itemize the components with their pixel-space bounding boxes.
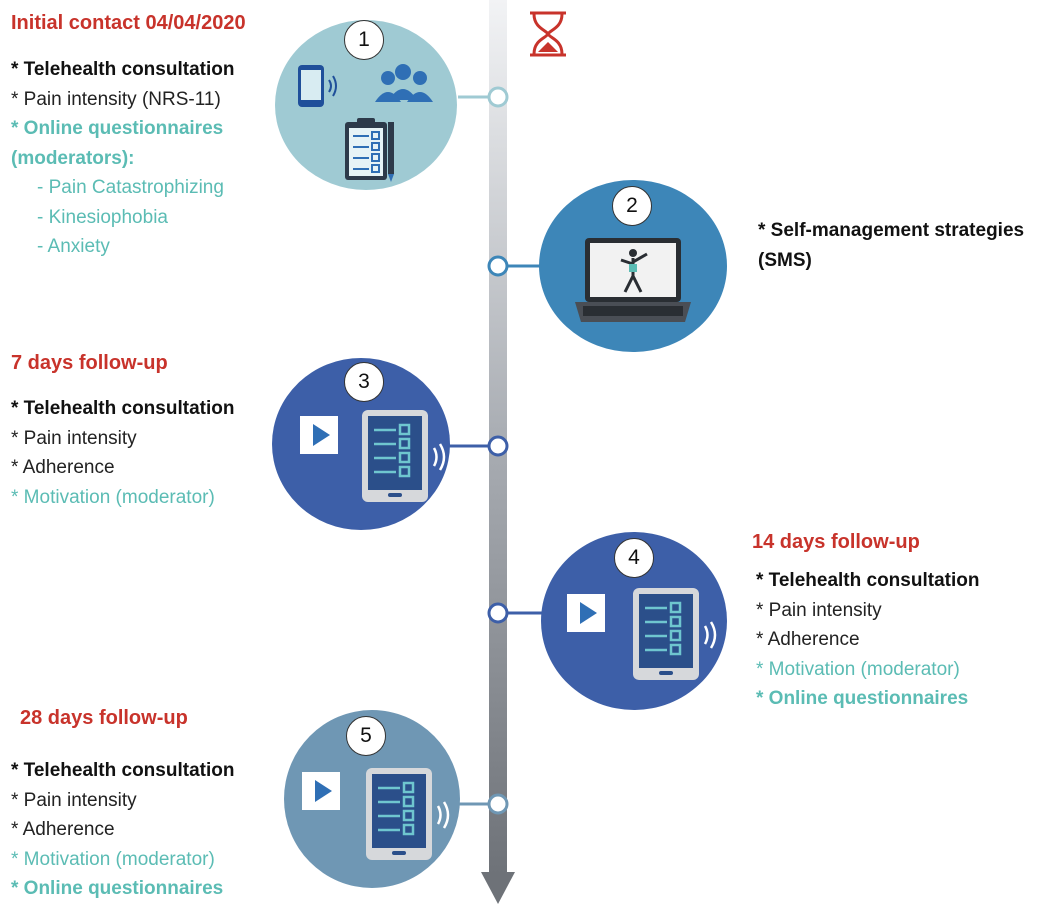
step-1-line-3: * Online questionnaires	[11, 118, 224, 139]
step-3-number: 3	[344, 362, 384, 402]
step-2-icons	[575, 238, 691, 322]
step-4-line-2: * Pain intensity	[756, 599, 882, 621]
step-4-number: 4	[614, 538, 654, 578]
step-3-details: * Telehealth consultation * Pain intensi…	[11, 394, 234, 512]
step-1-line-5: - Pain Catastrophizing	[37, 177, 224, 198]
step-3-line-4: * Motivation (moderator)	[11, 486, 215, 508]
tablet-checklist-icon	[362, 410, 446, 502]
step-3-line-3: * Adherence	[11, 457, 115, 478]
timeline-node-2	[487, 255, 509, 277]
timeline-node-1	[487, 86, 509, 108]
step-4-heading: 14 days follow-up	[752, 531, 920, 553]
step-3-line-2: * Pain intensity	[11, 427, 137, 449]
smartphone-icon	[298, 65, 337, 107]
step-2-line-1: * Self-management strategies	[758, 220, 1025, 241]
step-3-icons	[300, 410, 446, 502]
exercise-person-icon	[620, 249, 648, 293]
step-5-line-2: * Pain intensity	[11, 789, 137, 811]
pen-icon	[388, 122, 394, 182]
step-1-icons	[298, 64, 433, 182]
tablet-checklist-icon	[633, 588, 717, 680]
step-1-line-7: - Anxiety	[37, 236, 110, 257]
step-1-heading: Initial contact 04/04/2020	[11, 12, 246, 34]
step-4-line-4: * Motivation (moderator)	[756, 658, 960, 680]
step-1-line-1: * Telehealth consultation	[11, 59, 235, 80]
step-5-icons	[302, 768, 450, 860]
play-icon	[567, 594, 605, 632]
step-4-details: * Telehealth consultation * Pain intensi…	[756, 566, 979, 714]
step-1-number: 1	[344, 20, 384, 60]
step-3-heading: 7 days follow-up	[11, 352, 168, 374]
laptop-icon	[575, 238, 691, 322]
hourglass-icon	[530, 11, 566, 57]
step-1-line-4: (moderators):	[11, 147, 135, 169]
step-5-line-1: * Telehealth consultation	[11, 760, 235, 781]
clipboard-icon	[345, 118, 387, 180]
step-1-line-2: * Pain intensity (NRS-11)	[11, 88, 221, 110]
timeline-node-4	[487, 602, 509, 624]
step-5-line-5: * Online questionnaires	[11, 878, 224, 899]
step-4-line-5: * Online questionnaires	[756, 688, 969, 709]
play-icon	[300, 416, 338, 454]
timeline-node-3	[487, 435, 509, 457]
timeline-node-5	[487, 793, 509, 815]
step-1-details: * Telehealth consultation * Pain intensi…	[11, 55, 234, 262]
step-1-line-6: - Kinesiophobia	[37, 206, 168, 228]
step-3-line-1: * Telehealth consultation	[11, 398, 235, 419]
step-5-details: * Telehealth consultation * Pain intensi…	[11, 756, 234, 904]
step-5-number: 5	[346, 716, 386, 756]
tablet-checklist-icon	[366, 768, 450, 860]
step-2-line-2: (SMS)	[758, 249, 812, 271]
step-4-line-1: * Telehealth consultation	[756, 570, 980, 591]
play-icon	[302, 772, 340, 810]
timeline-arrowhead	[481, 872, 515, 904]
step-2-number: 2	[612, 186, 652, 226]
step-5-line-3: * Adherence	[11, 819, 115, 840]
step-2-details: * Self-management strategies (SMS)	[758, 216, 1024, 275]
group-icon	[375, 64, 433, 102]
step-4-icons	[567, 588, 717, 680]
step-4-line-3: * Adherence	[756, 629, 860, 650]
step-5-heading: 28 days follow-up	[20, 707, 188, 729]
step-5-line-4: * Motivation (moderator)	[11, 848, 215, 870]
